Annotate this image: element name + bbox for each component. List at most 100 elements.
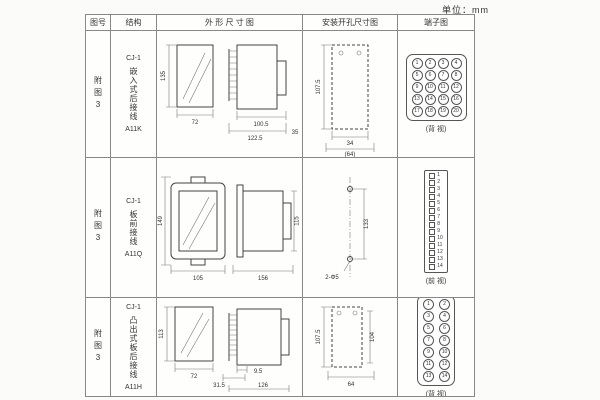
figure-label: 附图3 <box>93 328 103 366</box>
relay-front-view: 113 72 <box>159 306 214 380</box>
terminal-12: 12 <box>429 250 443 256</box>
terminal-19: 19 <box>437 106 449 117</box>
terminal-6: 6 <box>424 70 436 81</box>
terminal-1: 1 <box>411 58 423 69</box>
relay-side-view: 156 115 <box>232 184 301 282</box>
terminal-12: 12 <box>450 82 462 93</box>
terminal-1: 1 <box>429 173 443 179</box>
terminal-9: 9 <box>429 229 443 235</box>
dim-front-height: 113 <box>159 329 165 339</box>
terminal-caption: (前 视) <box>425 277 447 285</box>
row3-figure-cell: 附图3 <box>86 298 111 396</box>
terminal-13: 13 <box>411 94 423 105</box>
dim-pin-pitch: 9.5 <box>254 369 263 375</box>
header-terminal: 端子图 <box>398 15 474 31</box>
structure-model: CJ-1 <box>126 197 141 205</box>
dim-front-width: 72 <box>191 374 198 380</box>
terminal-2: 2 <box>439 299 450 310</box>
header-structure: 结构 <box>111 15 157 31</box>
terminal-7: 7 <box>437 70 449 81</box>
terminal-12: 12 <box>439 359 450 370</box>
structure-name: 板前接线 <box>129 209 138 246</box>
row1-structure-cell: CJ-1 嵌入式后接线 A11K <box>111 31 157 158</box>
terminal-14: 14 <box>429 264 443 270</box>
terminal-15: 15 <box>437 94 449 105</box>
outline-drawing-a11q: 149 105 156 115 <box>158 176 301 282</box>
install-drawing-a11h: 107.5 104 64 <box>316 306 376 388</box>
terminal-9: 9 <box>411 82 423 93</box>
terminal-11: 11 <box>437 82 449 93</box>
dim-side-width: 156 <box>258 276 269 282</box>
structure-name: 凸出式板后接线 <box>129 315 138 379</box>
dim-front-width: 105 <box>193 276 204 282</box>
terminal-2: 2 <box>429 180 443 186</box>
relay-front-view: 149 105 <box>158 176 226 282</box>
dim-side-width1: 100.5 <box>253 122 269 128</box>
dim-front-width: 72 <box>192 120 199 126</box>
terminal-10: 10 <box>424 82 436 93</box>
dim-install-height: 107.5 <box>316 79 322 95</box>
install-drawing-a11q: 133 2-Φ5 <box>325 176 370 281</box>
dim-side-height: 115 <box>295 215 301 225</box>
terminal-5: 5 <box>429 201 443 207</box>
terminal-2: 2 <box>424 58 436 69</box>
spec-table: 图号 结构 外 形 尺 寸 图 安装开孔尺寸图 端子图 附图3 CJ-1 嵌入式… <box>85 14 475 397</box>
terminal-10: 10 <box>439 347 450 358</box>
header-figure: 图号 <box>86 15 111 31</box>
row1-figure-cell: 附图3 <box>86 31 111 158</box>
row2-install-cell: 133 2-Φ5 <box>303 158 398 298</box>
terminal-3: 3 <box>437 58 449 69</box>
terminal-8: 8 <box>429 222 443 228</box>
structure-model: CJ-1 <box>126 55 141 62</box>
dim-install-height2: 104 <box>370 331 376 342</box>
header-install: 安装开孔尺寸图 <box>303 15 398 31</box>
outline-drawing-a11k: 135 72 100.5 122.5 35 <box>161 44 299 142</box>
relay-front-view: 135 72 <box>161 44 214 126</box>
unit-label: 单位：mm <box>442 5 489 15</box>
row2-figure-cell: 附图3 <box>86 158 111 298</box>
cutout-outline: 107.5 104 64 <box>316 306 376 388</box>
row3-install-cell: 107.5 104 64 <box>303 298 398 396</box>
dim-side-depth: 35 <box>292 130 299 136</box>
figure-label: 附图3 <box>93 75 103 113</box>
terminal-20: 20 <box>450 106 462 117</box>
terminal-14: 14 <box>424 94 436 105</box>
structure-code: A11H <box>125 383 142 391</box>
terminal-16: 16 <box>450 94 462 105</box>
row2-outline-cell: 149 105 156 115 <box>157 158 303 298</box>
structure-code: A11K <box>125 126 142 133</box>
outline-drawing-a11h: 113 72 9.5 31.5 126 <box>159 306 290 392</box>
terminal-10: 10 <box>429 236 443 242</box>
relay-side-view: 9.5 31.5 126 <box>213 308 290 392</box>
header-outline: 外 形 尺 寸 图 <box>157 15 303 31</box>
structure-name: 嵌入式后接线 <box>129 67 138 121</box>
dim-front-height: 149 <box>158 215 164 226</box>
dim-hole-spacing: 133 <box>364 218 370 229</box>
dim-front-height: 135 <box>161 70 167 81</box>
figure-label: 附图3 <box>93 209 103 246</box>
dim-install-width1: 34 <box>346 141 353 147</box>
terminal-13: 13 <box>423 371 434 382</box>
dim-hole-size: 2-Φ5 <box>325 275 339 281</box>
mounting-holes: 133 2-Φ5 <box>325 176 370 281</box>
terminal-14: 14 <box>439 371 450 382</box>
terminal-9: 9 <box>423 347 434 358</box>
dim-install-height1: 107.5 <box>316 329 322 345</box>
dim-install-width2: (64) <box>344 152 355 157</box>
terminal-4: 4 <box>439 311 450 322</box>
terminal-17: 17 <box>411 106 423 117</box>
dim-install-width: 64 <box>347 382 354 388</box>
cutout-outline: 107.5 34 (64) <box>316 44 374 157</box>
terminal-3: 3 <box>429 187 443 193</box>
terminal-4: 4 <box>429 194 443 200</box>
dim-side-width: 126 <box>258 383 269 389</box>
terminal-5: 5 <box>423 323 434 334</box>
terminal-3: 3 <box>423 311 434 322</box>
terminal-11: 11 <box>423 359 434 370</box>
terminal-1: 1 <box>423 299 434 310</box>
